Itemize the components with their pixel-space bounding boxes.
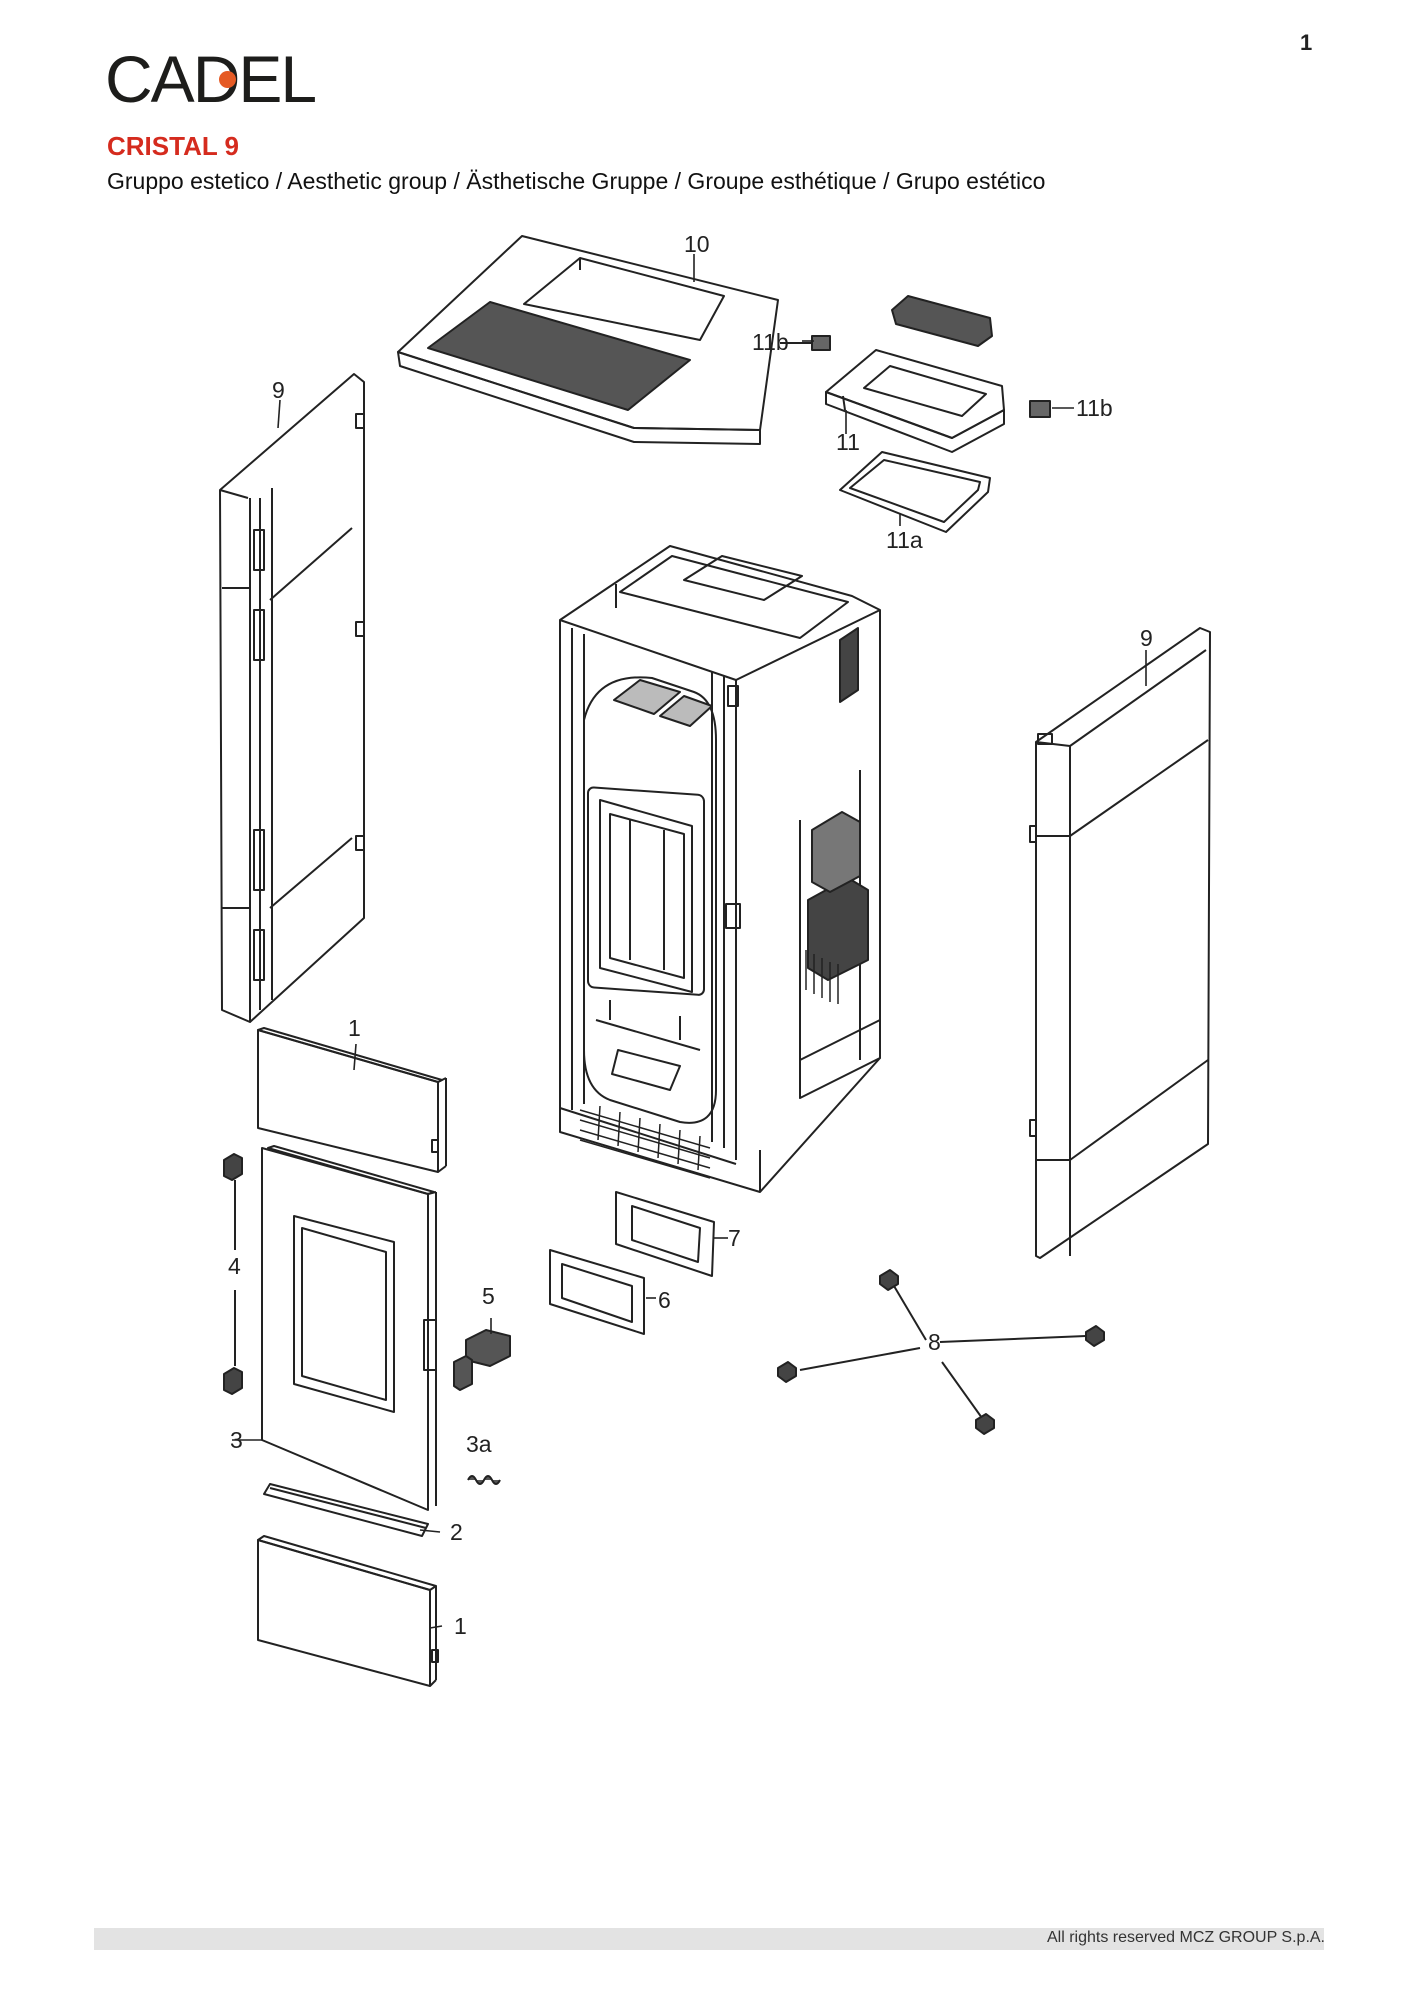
part-5-latch	[453, 1329, 511, 1391]
logo-text-right: DEL	[192, 42, 317, 116]
leader-lines	[232, 254, 1147, 1629]
part-1-upper-panel	[257, 1027, 447, 1173]
callout-6: 6	[658, 1287, 671, 1313]
callout-3: 3	[230, 1427, 243, 1453]
callout-11a: 11a	[886, 527, 923, 553]
logo-text-left: CA	[105, 42, 195, 116]
callout-11b-left: 11b	[752, 329, 789, 355]
part-11b-pin-right	[1029, 400, 1051, 418]
part-2-handle-bar	[263, 1483, 429, 1537]
part-11b-pin-left	[780, 335, 831, 351]
part-10-top-panel	[397, 235, 779, 445]
part-11a-gasket	[839, 451, 991, 533]
callout-9-right: 9	[1140, 625, 1153, 651]
stove-body	[559, 545, 881, 1193]
page-number: 1	[1300, 30, 1313, 55]
part-3a-spring	[467, 1475, 501, 1485]
group-subtitle: Gruppo estetico / Aesthetic group / Ästh…	[107, 168, 1046, 194]
callout-3a: 3a	[466, 1431, 492, 1457]
callout-1-upper: 1	[348, 1015, 361, 1041]
part-6-plate	[549, 1249, 645, 1335]
callout-5: 5	[482, 1283, 495, 1309]
callout-9-left: 9	[272, 377, 285, 403]
part-9-left-side-panel	[219, 373, 365, 1023]
logo-dot-icon	[219, 71, 236, 88]
part-9-right-side-panel	[1029, 627, 1211, 1259]
part-4-hinges	[223, 1153, 243, 1395]
callout-10: 10	[684, 231, 710, 257]
footer-bar	[94, 1928, 1324, 1950]
part-7-plate	[615, 1191, 715, 1277]
part-electronic-module	[891, 295, 993, 347]
part-1-lower-panel	[257, 1535, 439, 1687]
part-3-door	[261, 1145, 437, 1511]
callout-11b-right: 11b	[1076, 395, 1113, 421]
callout-8: 8	[928, 1329, 941, 1355]
model-title: CRISTAL 9	[107, 131, 239, 161]
callout-7: 7	[728, 1225, 741, 1251]
part-8-feet	[777, 1269, 1105, 1435]
cadel-logo: CADEL	[105, 42, 317, 116]
callout-2: 2	[450, 1519, 463, 1545]
part-11-cover	[825, 349, 1005, 453]
callout-4: 4	[228, 1253, 241, 1279]
copyright-text: All rights reserved MCZ GROUP S.p.A.	[1047, 1929, 1325, 1946]
callout-1-lower: 1	[454, 1613, 467, 1639]
callout-11: 11	[836, 429, 860, 455]
